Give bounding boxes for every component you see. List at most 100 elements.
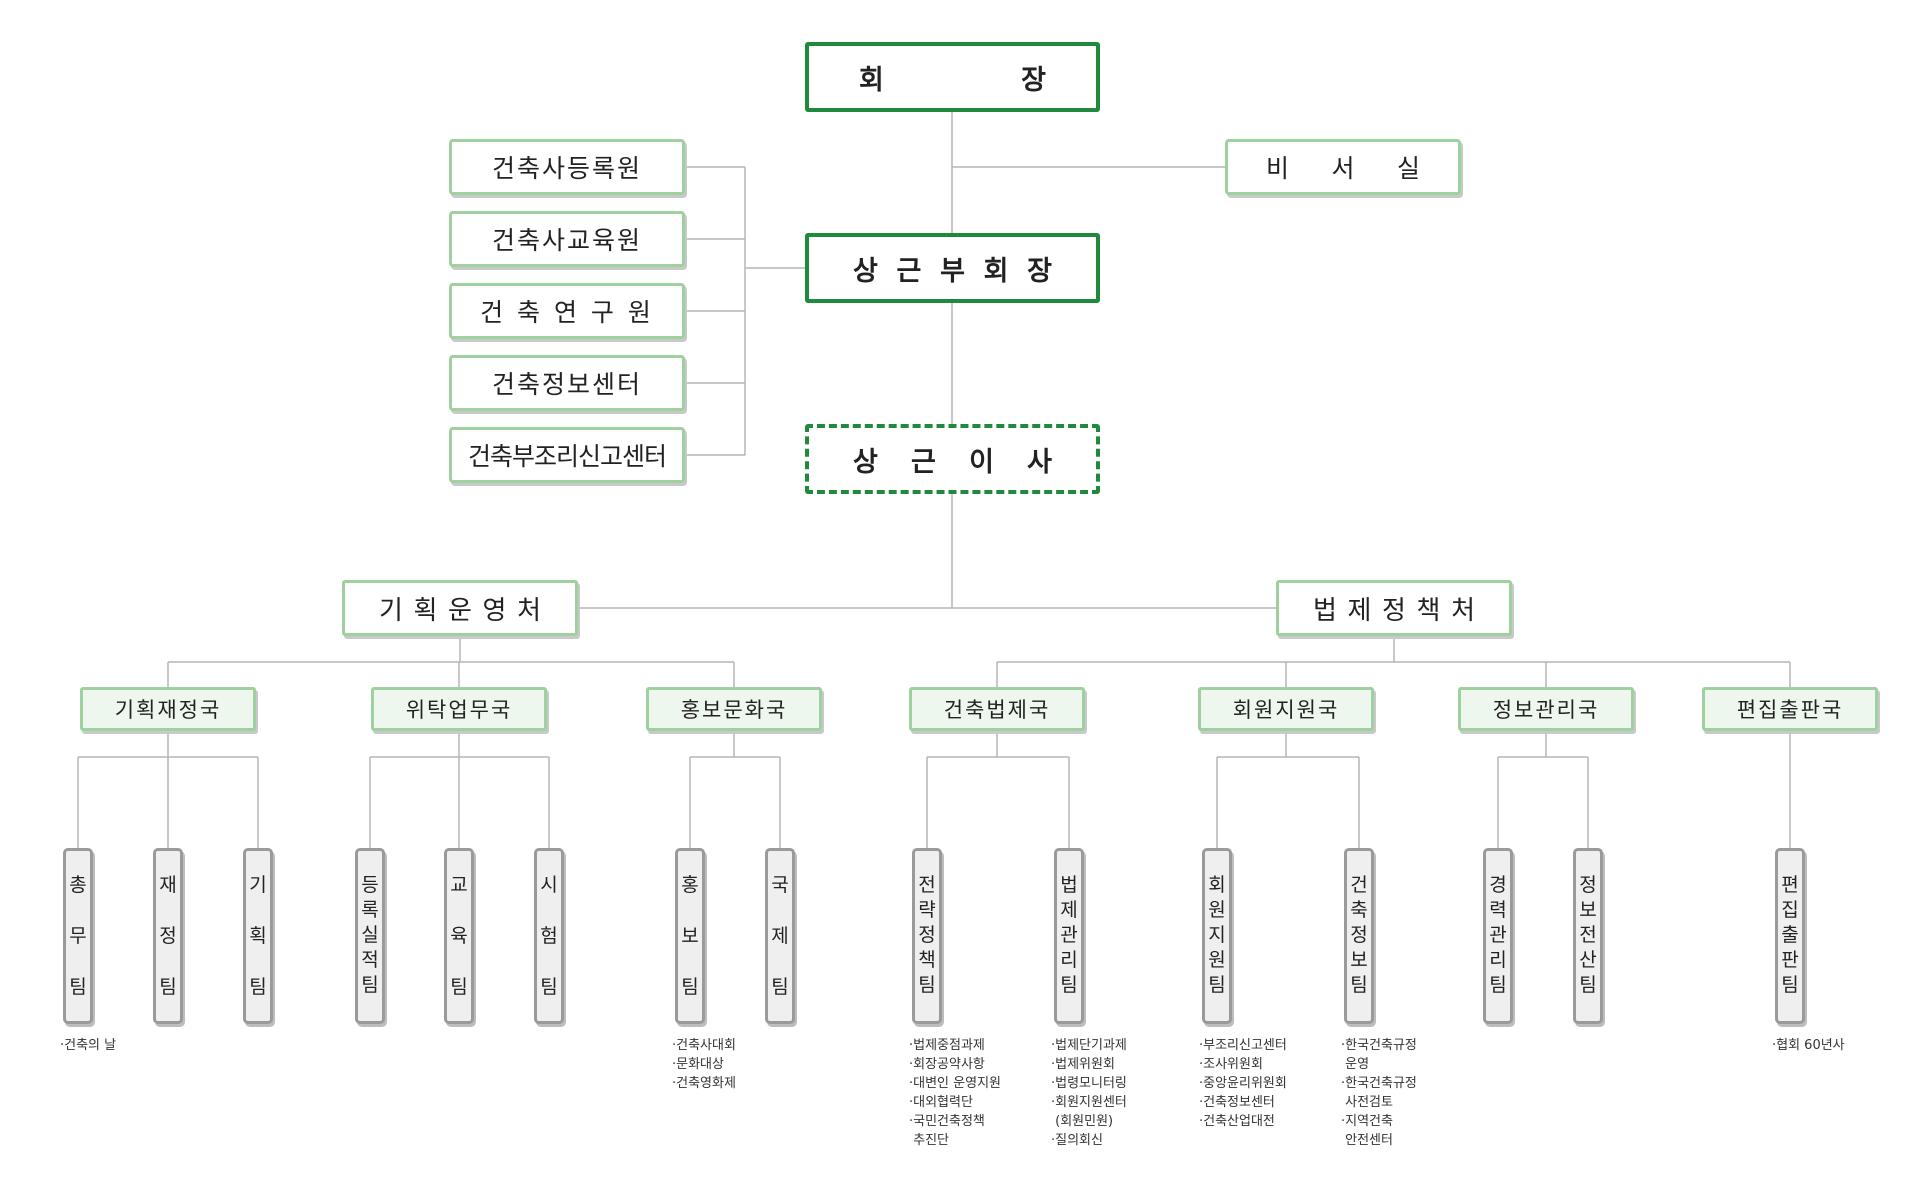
bureau-label: 편집출판국 — [1736, 698, 1844, 722]
division-1-char-2: 획 — [413, 595, 438, 626]
team-char-2: 보 — [681, 925, 699, 947]
team-char-3: 관 — [1489, 924, 1507, 946]
chairman-box: 회 장 — [805, 42, 1100, 112]
team-note-line: ·대외협력단 — [909, 1095, 973, 1110]
team-char-1: 정 — [1579, 874, 1597, 896]
vice-chairman-char-4: 회 — [983, 255, 1009, 287]
bureau-box-6: 정보관리국 — [1458, 687, 1634, 731]
team-char-2: 록 — [361, 899, 379, 921]
team-char-1: 교 — [450, 874, 468, 896]
team-char-3: 실 — [361, 924, 379, 946]
team-char-1: 기 — [249, 874, 267, 896]
division-2-char-2: 제 — [1347, 595, 1372, 626]
team-note-line: ·질의회신 — [1051, 1133, 1103, 1148]
team-char-4: 판 — [1781, 949, 1799, 971]
team-char-2: 제 — [1060, 899, 1078, 921]
team-char-3: 정 — [918, 924, 936, 946]
team-char-5: 팀 — [1350, 974, 1368, 996]
team-note-line: 안전센터 — [1341, 1133, 1393, 1148]
affiliate-box-2: 건축사교육원 — [449, 211, 685, 267]
team-char-2: 육 — [450, 925, 468, 947]
team-note-line: ·회원지원센터 — [1051, 1095, 1127, 1110]
team-note-line: ·조사위원회 — [1199, 1057, 1263, 1072]
team-char-3: 팀 — [69, 976, 87, 998]
affiliate-label: 건축부조리신고센터 — [467, 442, 667, 471]
team-char-4: 산 — [1579, 949, 1597, 971]
vice-chairman-char-1: 상 — [853, 255, 878, 287]
team-char-4: 리 — [1060, 949, 1078, 971]
team-char-1: 편 — [1781, 874, 1799, 896]
secretary-char-1: 비 — [1266, 154, 1290, 183]
team-note-line: ·중앙윤리위원회 — [1199, 1076, 1287, 1091]
team-char-4: 책 — [918, 949, 936, 971]
team-char-3: 전 — [1579, 924, 1597, 946]
team-char-1: 경 — [1489, 874, 1507, 896]
team-note-line: ·건축의 날 — [60, 1038, 117, 1053]
team-note-1: ·건축의 날 — [60, 1036, 116, 1055]
bureau-label: 정보관리국 — [1492, 698, 1600, 722]
team-char-5: 팀 — [1060, 974, 1078, 996]
team-note-line: ·건축영화제 — [672, 1076, 736, 1091]
team-note-4: ·법제단기과제·법제위원회·법령모니터링·회원지원센터 (회원민원)·질의회신 — [1051, 1036, 1127, 1150]
vice-chairman-char-2: 근 — [896, 255, 922, 287]
team-char-1: 등 — [361, 874, 379, 896]
team-char-2: 무 — [69, 925, 87, 947]
team-char-4: 리 — [1489, 949, 1507, 971]
team-char-5: 팀 — [1579, 974, 1597, 996]
team-char-4: 보 — [1350, 949, 1368, 971]
team-char-2: 험 — [540, 925, 558, 947]
team-char-3: 팀 — [540, 976, 558, 998]
team-note-6: ·한국건축규정 운영·한국건축규정 사전검토·지역건축 안전센터 — [1341, 1036, 1417, 1150]
team-char-4: 적 — [361, 949, 379, 971]
team-note-line: ·법제단기과제 — [1051, 1038, 1127, 1053]
bureau-box-1: 기획재정국 — [80, 687, 256, 731]
team-note-line: ·국민건축정책 — [909, 1114, 985, 1129]
team-char-1: 회 — [1208, 874, 1226, 896]
team-char-2: 제 — [771, 925, 789, 947]
team-char-1: 건 — [1350, 874, 1368, 896]
team-char-2: 집 — [1781, 899, 1799, 921]
team-note-line: ·한국건축규정 — [1341, 1038, 1417, 1053]
executive-director-char-1: 상 — [853, 446, 878, 478]
bureau-box-5: 회원지원국 — [1198, 687, 1374, 731]
bureau-box-4: 건축법제국 — [909, 687, 1085, 731]
team-note-line: ·지역건축 — [1341, 1114, 1393, 1129]
executive-director-char-3: 이 — [969, 446, 994, 478]
team-char-1: 총 — [69, 874, 87, 896]
vice-chairman-char-5: 장 — [1027, 255, 1052, 287]
team-note-line: ·건축정보센터 — [1199, 1095, 1275, 1110]
team-char-1: 홍 — [681, 874, 699, 896]
team-char-1: 재 — [159, 874, 177, 896]
division-1-char-1: 기 — [379, 595, 403, 626]
team-char-3: 지 — [1208, 924, 1226, 946]
team-char-3: 관 — [1060, 924, 1078, 946]
team-char-3: 팀 — [159, 976, 177, 998]
team-note-line: ·건축사대회 — [672, 1038, 736, 1053]
team-note-line: ·문화대상 — [672, 1057, 724, 1072]
team-char-3: 팀 — [450, 976, 468, 998]
vice-chairman-char-3: 부 — [940, 255, 965, 287]
team-note-line: ·부조리신고센터 — [1199, 1038, 1287, 1053]
bureau-label: 기획재정국 — [114, 698, 222, 722]
team-char-4: 원 — [1208, 949, 1226, 971]
division-1-char-4: 영 — [482, 595, 507, 626]
team-char-5: 팀 — [1489, 974, 1507, 996]
team-note-3: ·법제중점과제·회장공약사항·대변인 운영지원·대외협력단·국민건축정책 추진단 — [909, 1036, 1001, 1150]
executive-director-char-2: 근 — [911, 446, 936, 478]
team-note-line: ·대변인 운영지원 — [909, 1076, 1001, 1091]
team-char-1: 시 — [540, 874, 558, 896]
team-note-line: 운영 — [1341, 1057, 1370, 1072]
affiliate-label: 건축사등록원 — [491, 154, 642, 183]
secretary-char-2: 서 — [1331, 154, 1355, 183]
